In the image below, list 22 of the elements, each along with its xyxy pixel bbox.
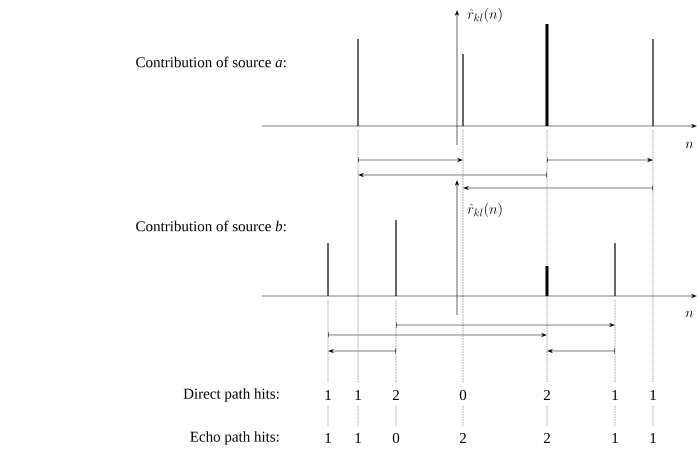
row-label: Contribution of source b: <box>136 220 286 232</box>
hit-count: 1 <box>612 390 618 400</box>
hit-count: 1 <box>326 433 331 443</box>
row-label: Direct path hits: <box>184 388 279 402</box>
hit-count: 0 <box>392 432 400 444</box>
hit-count: 0 <box>460 390 466 400</box>
hit-count: 2 <box>544 390 550 400</box>
hit-count: 2 <box>460 433 466 443</box>
axis-label: $n$ <box>686 310 694 318</box>
hit-count: 1 <box>356 433 361 443</box>
axis-label: $n$ <box>686 142 694 148</box>
row-label: Contribution of source a: <box>136 56 286 68</box>
hit-count: 2 <box>392 390 399 400</box>
axis-label: $\hat{r}_{kl}(n)$ <box>468 202 502 218</box>
hit-count: 1 <box>650 433 656 443</box>
hit-count: 1 <box>356 390 361 400</box>
axis-label: $\hat{r}_{kl}(n)$ <box>468 8 502 22</box>
hit-count: 1 <box>326 390 331 400</box>
hit-count: 1 <box>650 390 656 400</box>
hit-count: 2 <box>544 433 550 443</box>
row-label: Echo path hits: <box>190 431 279 445</box>
hit-count: 1 <box>612 433 618 443</box>
